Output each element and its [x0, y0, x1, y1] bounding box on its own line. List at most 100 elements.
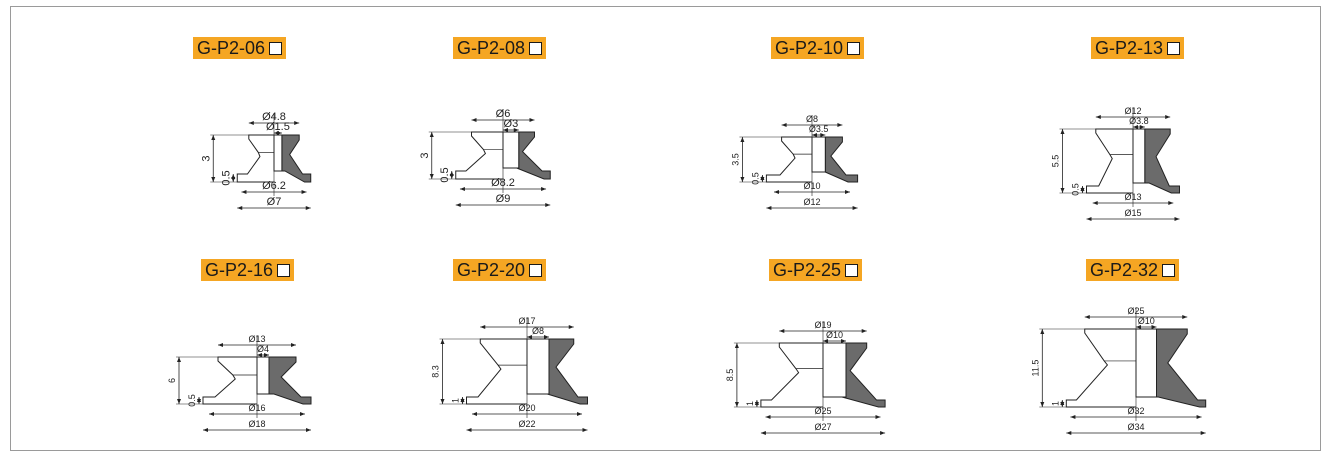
- part-label-text: G-P2-13: [1095, 38, 1164, 58]
- dim-height-text: 8.3: [431, 365, 441, 378]
- dim-height-arrow: [440, 339, 445, 344]
- dim-top-diameter-arrow: [779, 329, 785, 333]
- dim-bottom-inner-diameter-arrow: [774, 190, 779, 194]
- dim-inner-diameter-text: Ø3.8: [1129, 116, 1149, 126]
- dim-bottom-outer-diameter-text: Ø9: [496, 193, 511, 205]
- dim-bottom-inner-diameter-arrow: [1196, 415, 1202, 419]
- dim-inner-diameter-text: Ø10: [1138, 316, 1155, 326]
- dim-lip-arrow: [1060, 402, 1065, 407]
- dim-lip-arrow: [197, 399, 201, 404]
- cup-section-right: [516, 131, 551, 180]
- part-label: G-P2-20: [453, 259, 547, 281]
- dim-lip-arrow: [760, 177, 765, 182]
- dim-top-diameter-arrow: [568, 325, 574, 329]
- cup-outline-left: [466, 338, 527, 405]
- checkbox-icon: [1167, 41, 1181, 55]
- dim-top-diameter-text: Ø17: [518, 316, 535, 326]
- dim-height-arrow: [1040, 402, 1045, 407]
- dim-top-diameter-arrow: [781, 123, 787, 127]
- dim-inner-diameter-text: Ø3: [504, 118, 519, 130]
- dim-inner-diameter-arrow: [1133, 125, 1138, 129]
- dim-bottom-outer-diameter-text: Ø7: [267, 196, 282, 208]
- dim-bottom-inner-diameter-arrow: [1070, 415, 1076, 419]
- dim-lip-arrow: [1080, 188, 1085, 193]
- dim-lip-arrow: [449, 174, 454, 179]
- dim-bottom-outer-diameter-text: Ø27: [814, 422, 831, 432]
- dim-top-diameter-arrow: [1095, 115, 1101, 119]
- dim-inner-diameter-arrow: [812, 133, 817, 137]
- dim-lip-text: 1: [451, 398, 461, 403]
- dim-inner-diameter-text: Ø10: [826, 330, 843, 340]
- dim-top-diameter-text: Ø4.8: [262, 111, 286, 123]
- part-label-text: G-P2-08: [457, 38, 526, 58]
- dim-lip-arrow: [460, 399, 465, 404]
- bore: [273, 134, 283, 172]
- dim-top-diameter-arrow: [837, 123, 843, 127]
- dim-lip-text: 0.5: [439, 167, 451, 182]
- dim-bottom-outer-diameter-text: Ø15: [1124, 208, 1141, 218]
- dim-inner-diameter-text: Ø8: [532, 326, 544, 336]
- dim-inner-diameter-arrow: [1136, 325, 1141, 329]
- dim-height-arrow: [429, 174, 434, 179]
- dim-height-text: 3.5: [730, 153, 740, 166]
- dim-bottom-outer-diameter-arrow: [760, 431, 766, 435]
- bore: [526, 338, 550, 395]
- part-label-text: G-P2-06: [197, 38, 266, 58]
- dim-bottom-inner-diameter-arrow: [300, 412, 305, 416]
- dim-bottom-inner-diameter-arrow: [541, 187, 547, 191]
- dim-bottom-outer-diameter-arrow: [545, 203, 551, 207]
- cup-outline-left: [455, 131, 503, 180]
- dim-height-arrow: [429, 132, 434, 137]
- dim-bottom-inner-diameter-text: Ø32: [1127, 406, 1144, 416]
- cup-outline-left: [765, 136, 812, 183]
- dim-lip-text: 0.5: [1071, 183, 1081, 196]
- dim-height-arrow: [1040, 329, 1045, 334]
- dim-bottom-inner-diameter-arrow: [845, 190, 850, 194]
- dim-bottom-outer-diameter-text: Ø18: [248, 419, 265, 429]
- dim-inner-diameter-text: Ø3.5: [809, 124, 829, 134]
- cup-outline-left: [202, 356, 257, 405]
- dim-height-arrow: [440, 399, 445, 404]
- dim-inner-diameter-arrow: [1139, 125, 1145, 129]
- dim-bottom-inner-diameter-arrow: [209, 412, 214, 416]
- dim-lip-arrow: [231, 177, 236, 182]
- cup-section-right: [1156, 328, 1207, 408]
- dim-inner-diameter-arrow: [513, 128, 519, 132]
- dim-height-text: 6: [167, 378, 177, 383]
- dim-bottom-outer-diameter-arrow: [305, 206, 311, 210]
- bore: [1135, 328, 1157, 398]
- dim-top-diameter-arrow: [480, 325, 486, 329]
- dim-inner-diameter-arrow: [841, 339, 846, 343]
- cup-section-right: [268, 356, 312, 405]
- bore: [811, 136, 826, 173]
- dim-bottom-inner-diameter-arrow: [472, 412, 477, 416]
- dim-top-diameter-text: Ø19: [814, 320, 831, 330]
- part-label: G-P2-10: [771, 37, 865, 59]
- part-label-text: G-P2-32: [1090, 260, 1159, 280]
- dim-bottom-outer-diameter-arrow: [1066, 431, 1072, 435]
- bore: [822, 342, 847, 398]
- dim-bottom-inner-diameter-text: Ø8.2: [491, 177, 515, 189]
- dim-height-arrow: [177, 357, 181, 362]
- dim-height-text: 11.5: [1030, 360, 1040, 377]
- dim-lip-text: 1: [745, 401, 755, 406]
- part-label: G-P2-08: [453, 37, 547, 59]
- checkbox-icon: [277, 263, 291, 277]
- dim-top-diameter-arrow: [291, 343, 296, 347]
- dim-top-diameter-text: Ø25: [1127, 306, 1144, 316]
- dim-bottom-outer-diameter-arrow: [1200, 431, 1206, 435]
- checkbox-icon: [847, 41, 861, 55]
- dim-bottom-outer-diameter-arrow: [880, 431, 886, 435]
- dim-inner-diameter-arrow: [1151, 325, 1157, 329]
- dim-bottom-outer-diameter-arrow: [455, 203, 461, 207]
- dim-lip-text: 0.5: [187, 394, 197, 407]
- dim-bottom-outer-diameter-arrow: [306, 428, 311, 432]
- part-label-text: G-P2-10: [775, 38, 844, 58]
- dim-bottom-outer-diameter-arrow: [203, 428, 208, 432]
- dim-bottom-outer-diameter-arrow: [1174, 217, 1180, 221]
